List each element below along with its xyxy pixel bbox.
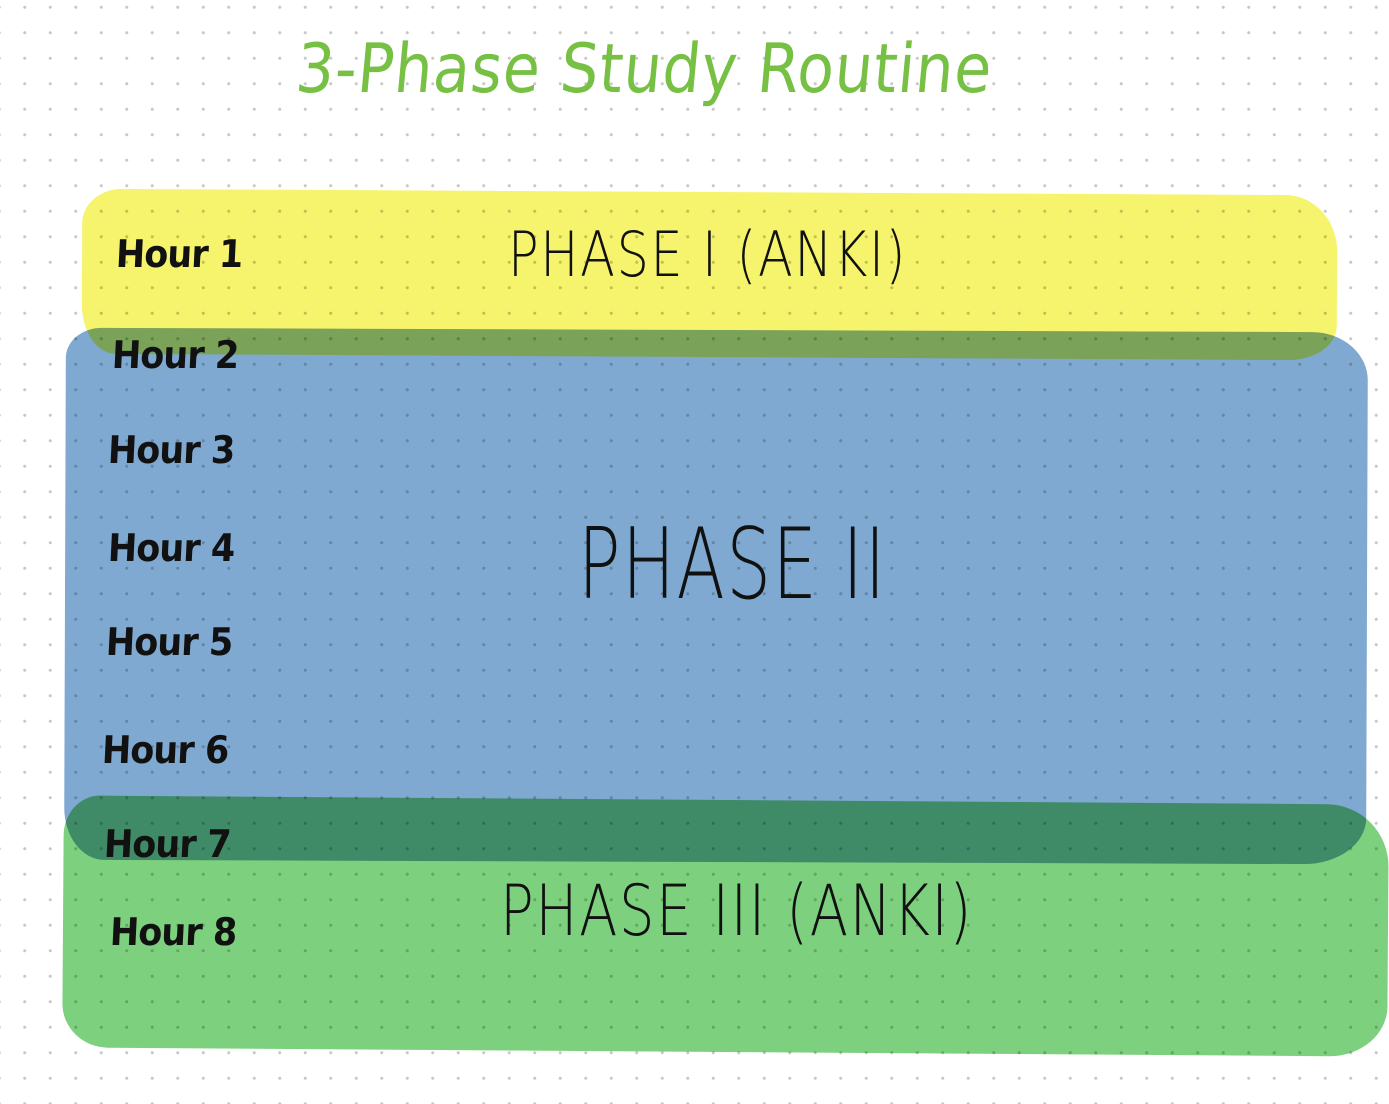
hour-label-4: Hour 4 [106,526,236,570]
hour-label-2: Hour 2 [110,333,240,377]
hour-label-6: Hour 6 [100,728,230,772]
hour-label-8: Hour 8 [108,910,238,954]
phase-3-label: PHASE III (ANKI) [500,870,973,952]
hour-label-3: Hour 3 [106,428,236,472]
phase-1-label: PHASE I (ANKI) [508,218,908,291]
phase-2-label: PHASE II [578,508,887,622]
hour-label-1: Hour 1 [114,232,244,276]
hour-label-5: Hour 5 [104,620,234,664]
hour-label-7: Hour 7 [102,822,232,866]
diagram-title: 3-Phase Study Routine [292,30,996,109]
